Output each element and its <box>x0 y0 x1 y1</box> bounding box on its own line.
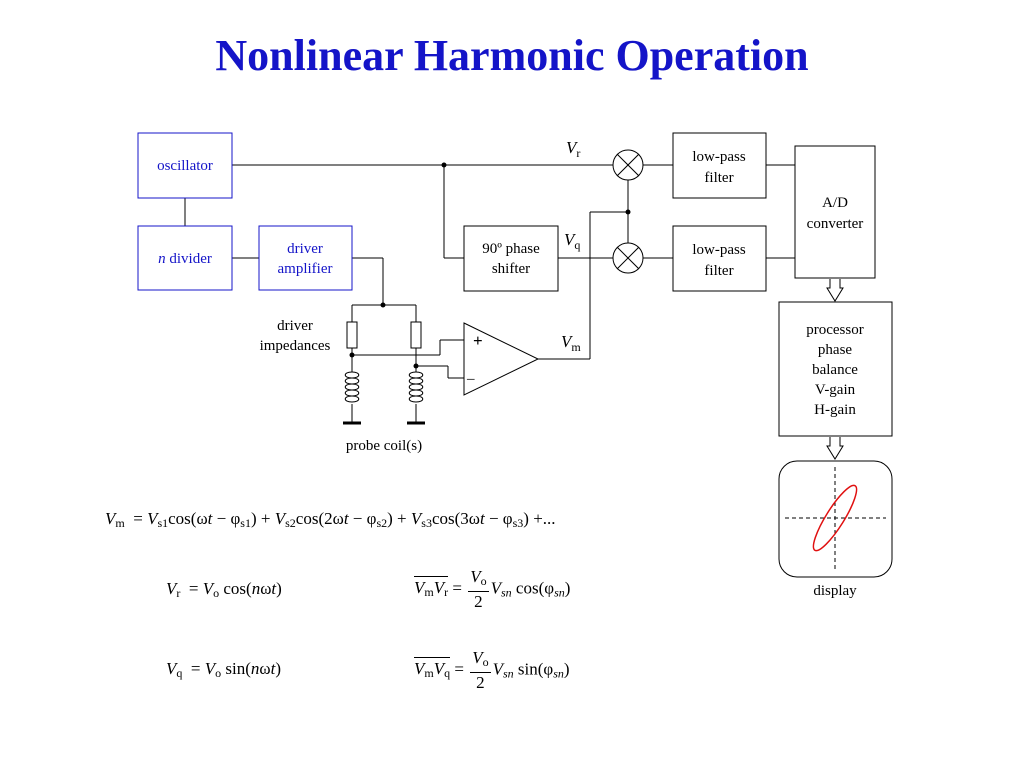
processor-label-1: processor <box>806 322 863 338</box>
probe-coils <box>344 371 424 403</box>
minus-sign: – <box>466 371 475 387</box>
display-screen <box>778 460 893 578</box>
lpf-bottom-label-1: low-pass <box>692 242 745 258</box>
processor-label-3: balance <box>812 362 858 378</box>
oscillator-box: oscillator <box>137 132 233 199</box>
oscillator-label: oscillator <box>157 158 213 174</box>
n-divider-box: n divider <box>137 225 233 291</box>
processor-label-5: H-gain <box>814 402 856 418</box>
phase-shifter-label-2: shifter <box>492 261 530 277</box>
driver-impedances <box>346 321 422 349</box>
resistor-right <box>410 321 422 349</box>
page-title: Nonlinear Harmonic Operation <box>215 31 809 80</box>
low-pass-filter-top-box: low-pass filter <box>672 132 767 199</box>
ad-converter-label-1: A/D <box>822 195 848 211</box>
lpf-top-label-2: filter <box>704 170 733 186</box>
coil-left <box>344 371 360 403</box>
processor-label-4: V-gain <box>815 382 856 398</box>
phase-shifter-box: 90º phase shifter <box>463 225 559 292</box>
equation-vr-def: Vr = Vo cos(nωt) <box>166 579 282 600</box>
resistor-left <box>346 321 358 349</box>
lpf-top-label-1: low-pass <box>692 149 745 165</box>
vm-label: Vm <box>561 332 581 354</box>
ad-converter-label-2: converter <box>807 216 864 232</box>
n-divider-label: n divider <box>158 251 212 267</box>
coil-right <box>408 371 424 403</box>
driver-impedances-label-1: driver <box>277 318 313 334</box>
lissajous-figure <box>812 484 858 552</box>
equation-vq-def: Vq = Vo sin(nωt) <box>166 659 281 680</box>
mixer-top <box>612 149 644 181</box>
equation-vm-series: Vm = Vs1cos(ωt − φs1) + Vs2cos(2ωt − φs2… <box>105 509 556 530</box>
driver-amplifier-label-1: driver <box>287 241 323 257</box>
driver-amplifier-box: driver amplifier <box>258 225 353 291</box>
ad-converter-box: A/D converter <box>794 145 876 279</box>
vq-label: Vq <box>564 230 580 252</box>
probe-coils-label: probe coil(s) <box>346 438 422 454</box>
low-pass-filter-bottom-box: low-pass filter <box>672 225 767 292</box>
driver-impedances-label-2: impedances <box>260 338 331 354</box>
mixer-bottom <box>612 242 644 274</box>
differential-amplifier: + – <box>463 322 540 396</box>
processor-label-2: phase <box>818 342 852 358</box>
phase-shifter-label-1: 90º phase <box>482 241 540 257</box>
vr-label: Vr <box>566 138 580 160</box>
display-label: display <box>813 583 857 599</box>
junction-dots <box>349 162 631 369</box>
bus-arrows <box>826 279 844 460</box>
processor-box: processor phase balance V-gain H-gain <box>778 301 893 437</box>
lpf-bottom-label-2: filter <box>704 263 733 279</box>
plus-sign: + <box>473 331 483 350</box>
driver-amplifier-label-2: amplifier <box>278 261 333 277</box>
wires <box>184 164 795 422</box>
